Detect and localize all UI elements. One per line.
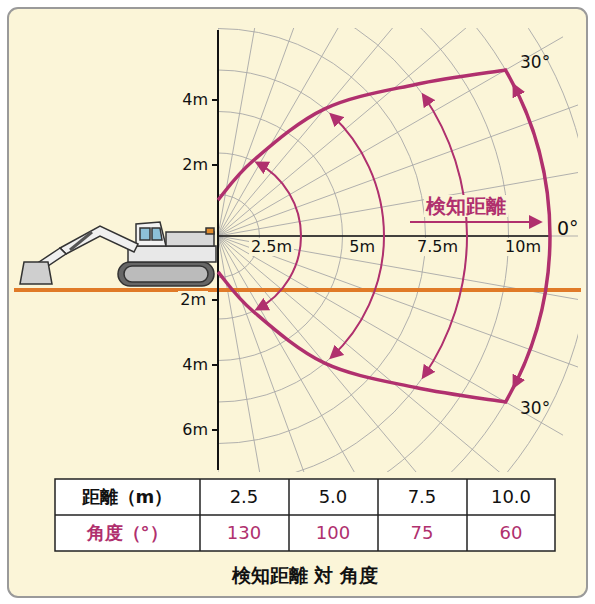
ground-line xyxy=(14,288,581,292)
angle-label: 30° xyxy=(520,399,550,418)
table-cell: 7.5 xyxy=(408,487,437,507)
distance-label: 7.5m xyxy=(415,238,460,256)
caption: 検知距離 対 角度 xyxy=(232,565,378,586)
axis-label: 6m xyxy=(182,421,208,439)
table-cell: 130 xyxy=(227,523,261,543)
grid-ray xyxy=(218,236,578,305)
cab xyxy=(136,222,166,246)
vertical-axis xyxy=(217,30,219,470)
axis-label: 2m xyxy=(182,156,208,174)
tick xyxy=(212,164,218,166)
track xyxy=(118,262,214,286)
grid-ray xyxy=(218,236,523,472)
table-rule xyxy=(377,479,379,551)
grid-circle xyxy=(218,28,578,472)
excavator-illustration xyxy=(20,222,216,286)
grid-ray xyxy=(218,236,578,372)
grid-ray xyxy=(218,236,578,237)
polar-grid xyxy=(218,28,578,472)
grid-ray xyxy=(218,236,474,472)
upper-body xyxy=(128,246,216,262)
table-header: 距離（m） xyxy=(82,487,173,507)
table-frame xyxy=(55,479,555,551)
grid-circle xyxy=(218,28,550,472)
axis-ticks xyxy=(212,100,218,430)
table-header: 角度（°） xyxy=(87,523,168,543)
bucket xyxy=(20,262,52,284)
data-table xyxy=(55,479,555,551)
grid-ray xyxy=(218,236,287,472)
track-inner xyxy=(124,266,208,282)
cylinder xyxy=(70,232,92,250)
distance-label: 2.5m xyxy=(249,238,294,256)
grid-ray xyxy=(218,37,563,236)
table-cell: 5.0 xyxy=(319,487,348,507)
axis-label: 4m xyxy=(182,356,208,374)
grid-ray xyxy=(218,28,417,236)
grid-ray xyxy=(218,28,523,236)
table-cell: 75 xyxy=(411,523,434,543)
angle-label: 0° xyxy=(557,218,579,239)
table-rule xyxy=(199,479,201,551)
sensor xyxy=(206,228,214,234)
distance-label: 10m xyxy=(503,238,543,256)
table-rule xyxy=(55,514,555,516)
grid-ray xyxy=(218,100,578,236)
axis-label: 4m xyxy=(182,91,208,109)
cab-window xyxy=(140,228,162,240)
grid-circle xyxy=(218,28,467,472)
range-arc xyxy=(257,163,301,310)
table-rule xyxy=(288,479,290,551)
grid-ray xyxy=(218,167,578,236)
range-label: 検知距離 xyxy=(424,195,508,217)
range-arcs xyxy=(257,85,550,386)
distance-label: 5m xyxy=(347,238,377,256)
range-arc xyxy=(331,115,384,358)
tick xyxy=(212,99,218,101)
table-rule xyxy=(466,479,468,551)
detection-boundary xyxy=(218,70,550,402)
angle-label: 30° xyxy=(520,53,550,72)
distance-arrow xyxy=(410,221,540,223)
grid-ray xyxy=(218,236,563,435)
table-cell: 100 xyxy=(316,523,350,543)
grid-ray xyxy=(218,28,287,236)
tick xyxy=(212,299,218,301)
axis-label: 2m xyxy=(178,291,208,309)
table-cell: 2.5 xyxy=(230,487,259,507)
boom xyxy=(60,226,138,254)
range-arc xyxy=(423,95,467,377)
tick xyxy=(212,429,218,431)
tick xyxy=(212,364,218,366)
panel-frame xyxy=(8,8,587,597)
table-cell: 10.0 xyxy=(491,487,531,507)
table-cell: 60 xyxy=(500,523,523,543)
